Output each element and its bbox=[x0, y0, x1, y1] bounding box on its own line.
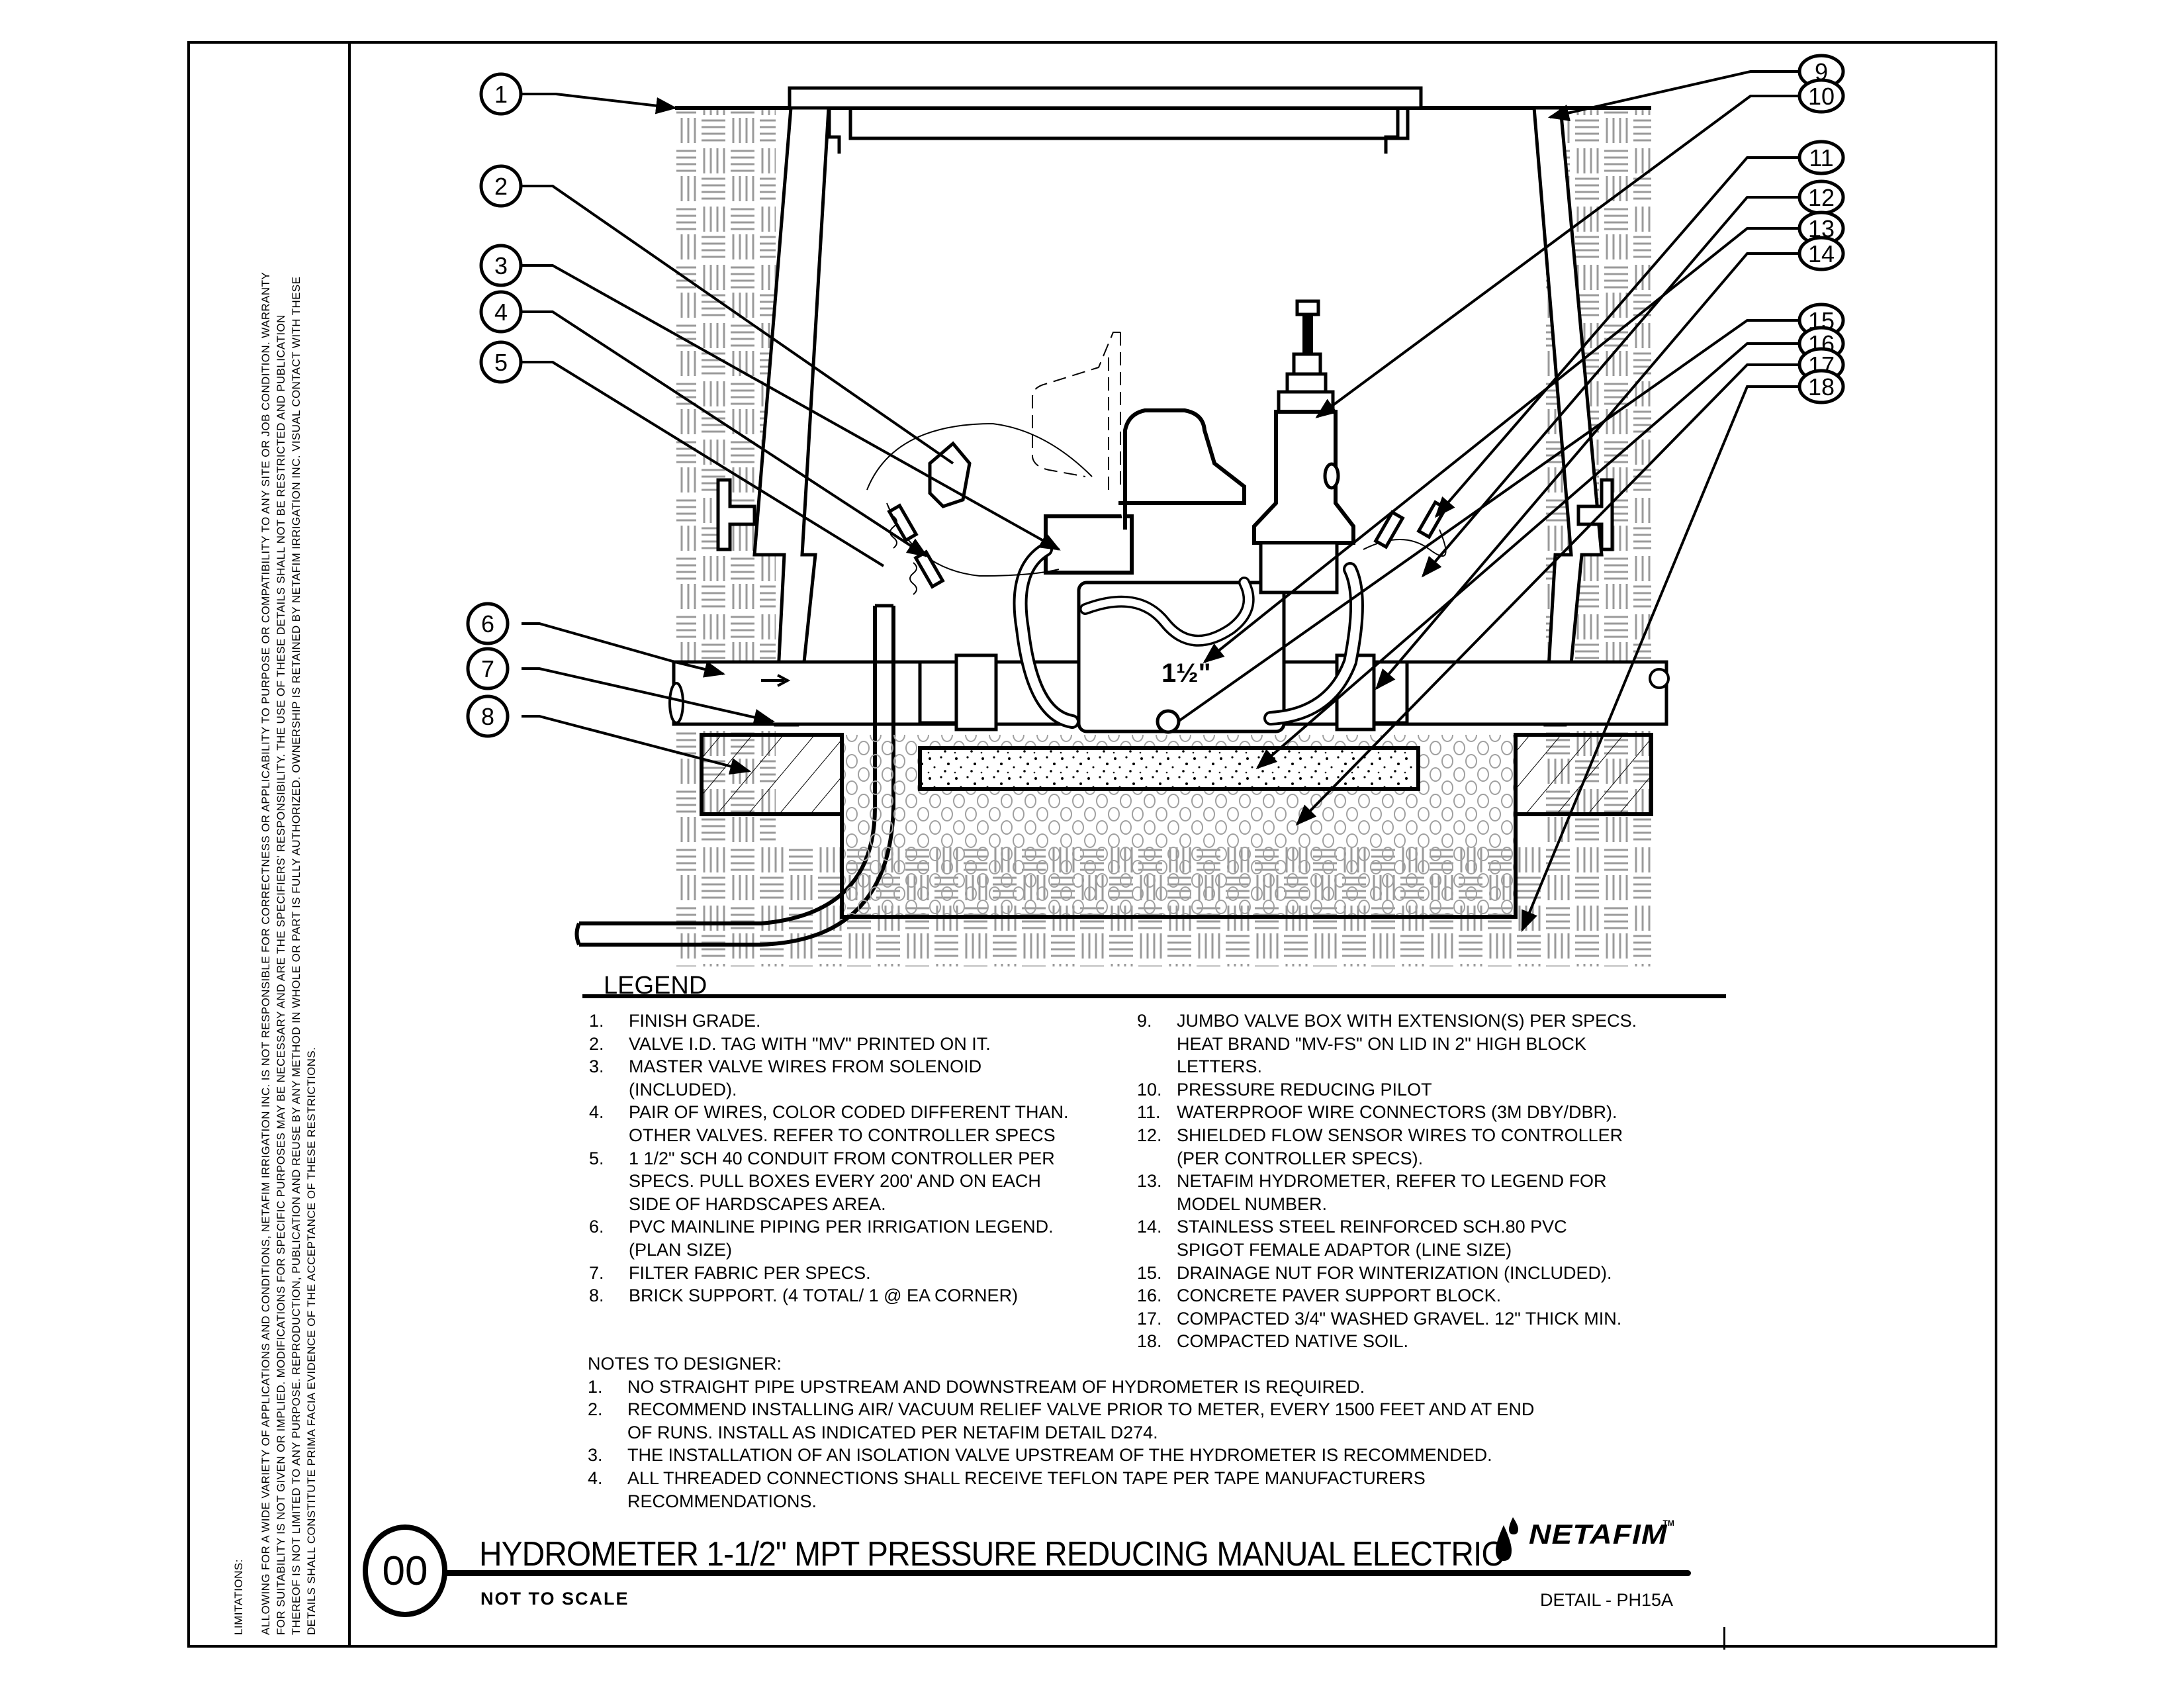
drainage-nut bbox=[1156, 709, 1181, 734]
legend-item: 17.COMPACTED 3/4" WASHED GRAVEL. 12" THI… bbox=[1137, 1308, 1622, 1329]
legend-item: 4.PAIR OF WIRES, COLOR CODED DIFFERENT T… bbox=[589, 1102, 1069, 1145]
valve-id-tag bbox=[928, 441, 972, 508]
callout-14: 14 bbox=[1797, 236, 1845, 271]
legend-column-left: 1.FINISH GRADE. 2.VALVE I.D. TAG WITH "M… bbox=[589, 1009, 1138, 1307]
svg-text:4: 4 bbox=[494, 299, 508, 326]
leaders-left bbox=[522, 93, 1061, 775]
legend-item: 13.NETAFIM HYDROMETER, REFER TO LEGEND F… bbox=[1137, 1171, 1607, 1214]
pilot-screw bbox=[1302, 314, 1313, 364]
svg-text:2: 2 bbox=[494, 173, 508, 200]
legend-item: 18.COMPACTED NATIVE SOIL. bbox=[1137, 1331, 1409, 1352]
callout-8: 8 bbox=[466, 694, 510, 738]
legend-item: 3.MASTER VALVE WIRES FROM SOLENOID (INCL… bbox=[589, 1056, 982, 1100]
brand-wordmark: NETAFIM bbox=[1529, 1519, 1668, 1550]
control-cap bbox=[1118, 408, 1246, 530]
callout-10: 10 bbox=[1797, 78, 1845, 114]
netafim-logo: NETAFIM TM bbox=[1493, 1516, 1674, 1564]
lid-inner-skirt bbox=[827, 108, 1410, 154]
pipe-section-right bbox=[1649, 668, 1670, 689]
leaders-right bbox=[1177, 70, 1805, 932]
detail-number-circle: 00 bbox=[363, 1524, 447, 1617]
legend-item: 12.SHIELDED FLOW SENSOR WIRES TO CONTROL… bbox=[1137, 1125, 1623, 1168]
legend-column-right: 9.JUMBO VALVE BOX WITH EXTENSION(S) PER … bbox=[1137, 1009, 1719, 1353]
callout-4: 4 bbox=[479, 290, 523, 334]
conduit-end bbox=[574, 922, 581, 946]
adaptor-left-outer bbox=[918, 660, 958, 725]
legend-item: 6.PVC MAINLINE PIPING PER IRRIGATION LEG… bbox=[589, 1217, 1054, 1260]
note-item: 4.ALL THREADED CONNECTIONS SHALL RECEIVE… bbox=[588, 1468, 1426, 1511]
pipe-section-left bbox=[668, 682, 684, 724]
callout-1: 1 bbox=[479, 72, 523, 116]
flow-arrow bbox=[761, 674, 791, 687]
legend-item: 5.1 1/2" SCH 40 CONDUIT FROM CONTROLLER … bbox=[589, 1148, 1055, 1214]
adaptor-left-inner bbox=[954, 653, 998, 731]
notes-title: NOTES TO DESIGNER: bbox=[588, 1354, 782, 1374]
pilot-hex bbox=[1277, 390, 1335, 414]
note-item: 3.THE INSTALLATION OF AN ISOLATION VALVE… bbox=[588, 1445, 1492, 1466]
legend-item: 7.FILTER FABRIC PER SPECS. bbox=[589, 1262, 871, 1283]
legend-item: 8.BRICK SUPPORT. (4 TOTAL/ 1 @ EA CORNER… bbox=[589, 1286, 1019, 1306]
valve-box-flange-left bbox=[716, 478, 756, 551]
trademark-symbol: TM bbox=[1662, 1519, 1674, 1528]
svg-text:10: 10 bbox=[1808, 83, 1835, 110]
wire-connectors-left bbox=[887, 503, 945, 589]
scale-note: NOT TO SCALE bbox=[480, 1589, 629, 1609]
legend-rule bbox=[582, 994, 1726, 998]
callout-2: 2 bbox=[479, 164, 523, 208]
control-tubing-right-inner bbox=[1266, 565, 1361, 723]
callout-12: 12 bbox=[1797, 179, 1845, 215]
concrete-paver-texture bbox=[922, 750, 1416, 787]
svg-text:14: 14 bbox=[1808, 240, 1835, 267]
legend-item: 15.DRAINAGE NUT FOR WINTERIZATION (INCLU… bbox=[1137, 1262, 1612, 1283]
pilot-port bbox=[1323, 462, 1340, 490]
detail-title: HYDROMETER 1-1/2" MPT PRESSURE REDUCING … bbox=[479, 1535, 1504, 1573]
callout-7: 7 bbox=[466, 647, 510, 690]
gravel-outline bbox=[840, 735, 1518, 919]
callout-5: 5 bbox=[479, 340, 523, 384]
brick-support-right bbox=[1514, 733, 1653, 816]
pilot-screw-head bbox=[1295, 299, 1320, 316]
sheet-tick-mark bbox=[1723, 1627, 1725, 1650]
note-item: 2.RECOMMEND INSTALLING AIR/ VACUUM RELIE… bbox=[588, 1399, 1535, 1442]
legend-item: 11.WATERPROOF WIRE CONNECTORS (3M DBY/DB… bbox=[1137, 1102, 1617, 1123]
svg-text:18: 18 bbox=[1808, 373, 1835, 400]
legend-item: 1.FINISH GRADE. bbox=[589, 1011, 761, 1031]
svg-text:11: 11 bbox=[1809, 144, 1833, 171]
legend-item: 14.STAINLESS STEEL REINFORCED SCH.80 PVC… bbox=[1137, 1217, 1567, 1260]
svg-text:6: 6 bbox=[481, 610, 494, 637]
callout-18: 18 bbox=[1797, 369, 1845, 404]
note-item: 1.NO STRAIGHT PIPE UPSTREAM AND DOWNSTRE… bbox=[588, 1376, 1365, 1397]
control-tubing-left-inner bbox=[1015, 545, 1077, 726]
callout-13: 13 bbox=[1797, 211, 1845, 246]
manual-handle-dashed bbox=[1032, 332, 1121, 490]
control-tubing-center-inner bbox=[1081, 579, 1253, 645]
svg-text:3: 3 bbox=[494, 252, 508, 279]
valve-size-label: 1½" bbox=[1161, 659, 1211, 688]
svg-text:8: 8 bbox=[481, 703, 494, 730]
svg-text:7: 7 bbox=[481, 655, 494, 682]
svg-text:5: 5 bbox=[494, 349, 508, 376]
legend-item: 2.VALVE I.D. TAG WITH "MV" PRINTED ON IT… bbox=[589, 1033, 991, 1054]
title-rule bbox=[443, 1570, 1691, 1576]
sidebar-divider bbox=[348, 41, 351, 1648]
detail-number: 00 bbox=[382, 1548, 428, 1594]
svg-text:1: 1 bbox=[494, 81, 508, 108]
legend-item: 10.PRESSURE REDUCING PILOT bbox=[1137, 1079, 1432, 1100]
svg-text:12: 12 bbox=[1808, 184, 1835, 211]
notes-to-designer: NOTES TO DESIGNER: 1.NO STRAIGHT PIPE UP… bbox=[588, 1352, 1647, 1513]
water-drop-icon bbox=[1496, 1517, 1518, 1561]
legend-item: 16.CONCRETE PAVER SUPPORT BLOCK. bbox=[1137, 1286, 1502, 1306]
pilot-nut bbox=[1292, 352, 1322, 377]
detail-code: DETAIL - PH15A bbox=[1540, 1590, 1674, 1610]
solenoid bbox=[1044, 514, 1134, 575]
valve-box-lid bbox=[788, 86, 1423, 110]
sheet-border bbox=[187, 41, 1997, 1648]
brick-support-left bbox=[700, 733, 844, 816]
legend-item: 9.JUMBO VALVE BOX WITH EXTENSION(S) PER … bbox=[1137, 1011, 1637, 1077]
callout-6: 6 bbox=[466, 602, 510, 645]
callout-3: 3 bbox=[479, 244, 523, 287]
callout-9: 9 bbox=[1797, 54, 1845, 89]
callout-11: 11 bbox=[1797, 140, 1845, 175]
